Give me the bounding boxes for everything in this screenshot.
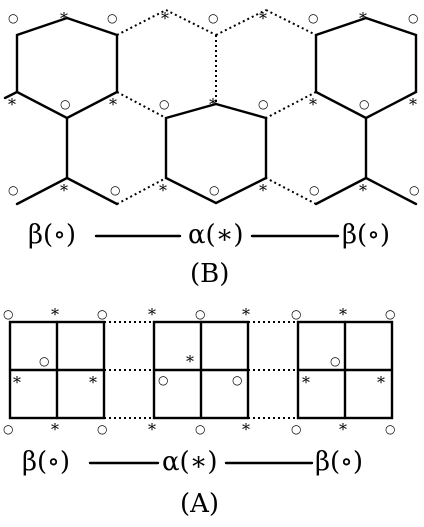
star-marker: * <box>242 420 250 439</box>
star-marker: * <box>159 181 167 200</box>
caption-a: (A) <box>180 489 219 519</box>
circle-marker: ○ <box>107 11 117 25</box>
star-marker: * <box>339 420 347 439</box>
square-lattice: ○ * ○ * ○ * ○ * ○ ○ * ○ * * ○ ○ * * ○ * … <box>3 305 395 519</box>
circle-marker: ○ <box>232 373 242 387</box>
circle-marker: ○ <box>8 183 18 197</box>
star-marker: * <box>148 420 156 439</box>
circle-marker: ○ <box>409 183 419 197</box>
star-marker: * <box>51 420 59 439</box>
star-marker: * <box>89 373 97 392</box>
square-chain-labels: β(∘) α(∗) β(∘) <box>22 447 363 477</box>
star-marker: * <box>259 181 267 200</box>
alpha-label: α(∗) <box>162 447 218 477</box>
star-marker: * <box>409 95 417 114</box>
circle-marker: ○ <box>97 422 107 436</box>
edge-far-left <box>3 90 19 100</box>
circle-marker: ○ <box>158 373 168 387</box>
circle-marker: ○ <box>291 422 301 436</box>
circle-marker: ○ <box>97 307 107 321</box>
square-block-left <box>8 320 106 420</box>
star-marker: * <box>8 95 16 114</box>
circle-marker: ○ <box>258 97 268 111</box>
star-marker: * <box>148 305 156 324</box>
edge-right-bottom-a <box>314 176 368 206</box>
circle-marker: ○ <box>359 97 369 111</box>
star-marker: * <box>51 305 59 324</box>
edge-left-bottom-b <box>65 176 119 206</box>
star-marker: * <box>161 9 169 28</box>
circle-marker: ○ <box>60 97 70 111</box>
circle-marker: ○ <box>330 354 340 368</box>
circle-marker: ○ <box>408 11 418 25</box>
beta-label-left: β(∘) <box>22 447 70 477</box>
star-marker: * <box>259 9 267 28</box>
alpha-label: α(∗) <box>188 220 244 250</box>
hex-dotted-bonds <box>116 9 317 205</box>
circle-marker: ○ <box>309 183 319 197</box>
beta-label-right: β(∘) <box>315 447 363 477</box>
circle-marker: ○ <box>209 183 219 197</box>
star-marker: * <box>339 305 347 324</box>
circle-marker: ○ <box>3 422 13 436</box>
circle-marker: ○ <box>385 422 395 436</box>
star-marker: * <box>359 181 367 200</box>
circle-marker: ○ <box>195 307 205 321</box>
hex-lattice: * ○ ○ * ○ * ○ * ○ * ○ * ○ * ○ * ○ * ○ * … <box>3 9 419 289</box>
square-dotted-bonds <box>104 321 298 419</box>
star-marker: * <box>302 373 310 392</box>
hex-chain-labels: β(∘) α(∗) β(∘) <box>28 220 390 250</box>
star-marker: * <box>60 181 68 200</box>
star-marker: * <box>309 95 317 114</box>
beta-label-right: β(∘) <box>342 220 390 250</box>
beta-label-left: β(∘) <box>28 220 76 250</box>
star-marker: * <box>109 95 117 114</box>
square-site-markers: ○ * ○ * ○ * ○ * ○ ○ * ○ * * ○ ○ * * ○ * … <box>3 305 395 439</box>
star-marker: * <box>359 9 367 28</box>
caption-b: (B) <box>190 259 229 289</box>
star-marker: * <box>60 9 68 28</box>
star-marker: * <box>209 95 217 114</box>
circle-marker: ○ <box>3 307 13 321</box>
circle-marker: ○ <box>308 11 318 25</box>
circle-marker: ○ <box>8 11 18 25</box>
square-block-right <box>296 320 394 420</box>
circle-marker: ○ <box>208 11 218 25</box>
circle-marker: ○ <box>110 183 120 197</box>
circle-marker: ○ <box>385 307 395 321</box>
edge-left-bottom-a <box>15 176 69 206</box>
circle-marker: ○ <box>159 97 169 111</box>
circle-marker: ○ <box>291 307 301 321</box>
edge-right-bottom-b <box>364 176 418 206</box>
circle-marker: ○ <box>195 422 205 436</box>
star-marker: * <box>13 373 21 392</box>
square-block-middle <box>152 320 250 420</box>
star-marker: * <box>242 305 250 324</box>
star-marker: * <box>186 352 194 371</box>
star-marker: * <box>377 373 385 392</box>
hex-site-markers: * ○ ○ * ○ * ○ * ○ * ○ * ○ * ○ * ○ * ○ * … <box>8 9 419 200</box>
circle-marker: ○ <box>39 354 49 368</box>
